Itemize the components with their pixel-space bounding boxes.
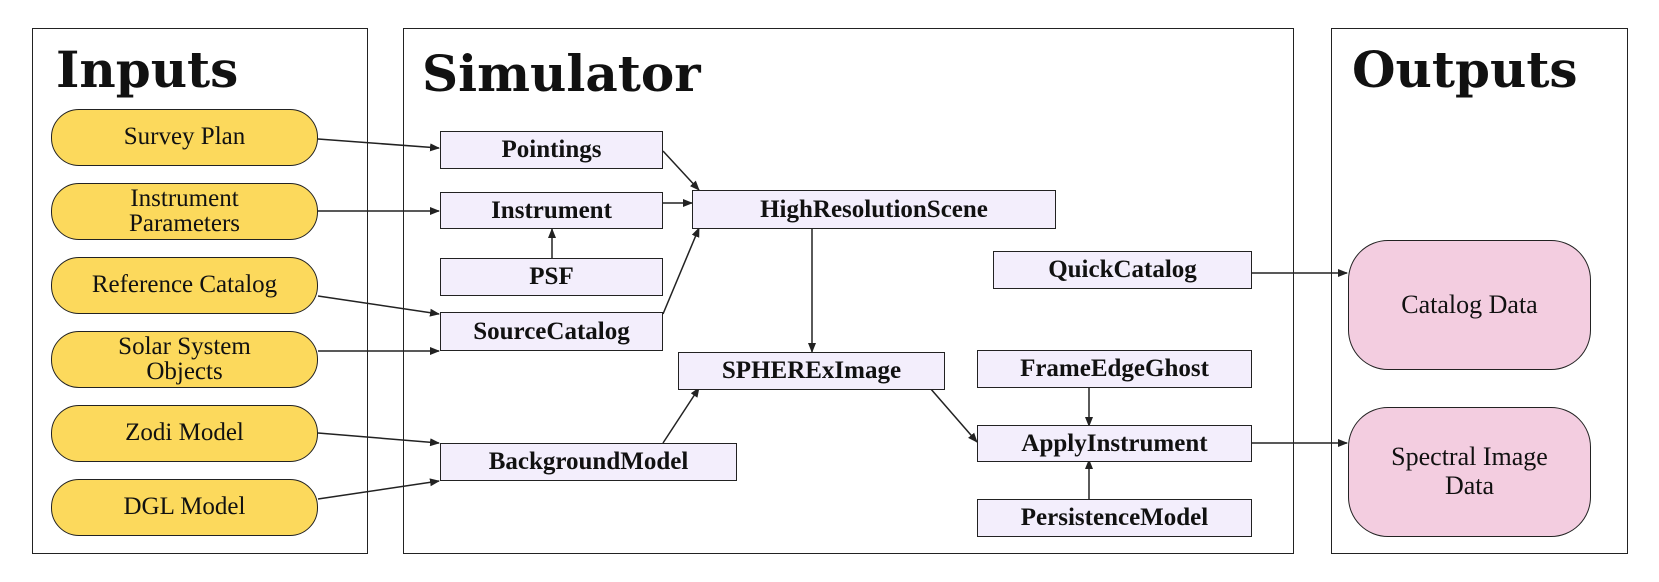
module-frame-edge-ghost: FrameEdgeGhost bbox=[977, 350, 1252, 388]
module-pointings: Pointings bbox=[440, 131, 663, 169]
outputs-title: Outputs bbox=[1352, 40, 1578, 99]
input-survey-plan: Survey Plan bbox=[51, 109, 318, 166]
input-instrument-parameters: Instrument Parameters bbox=[51, 183, 318, 240]
input-reference-catalog: Reference Catalog bbox=[51, 257, 318, 314]
arrow-spherex-image-to-apply-instrument bbox=[929, 387, 978, 443]
module-instrument: Instrument bbox=[440, 192, 663, 229]
inputs-title: Inputs bbox=[56, 40, 239, 99]
arrow-pointings-to-high-resolution-scene bbox=[662, 150, 700, 191]
arrow-source-catalog-to-high-resolution-scene bbox=[662, 227, 700, 315]
module-background-model: BackgroundModel bbox=[440, 443, 737, 481]
module-psf: PSF bbox=[440, 258, 663, 296]
arrow-zodi-model-to-background-model bbox=[317, 432, 440, 447]
module-high-resolution-scene: HighResolutionScene bbox=[692, 190, 1056, 229]
module-quick-catalog: QuickCatalog bbox=[993, 251, 1252, 289]
simulator-title: Simulator bbox=[422, 44, 701, 103]
output-catalog-data: Catalog Data bbox=[1348, 240, 1591, 370]
input-solar-system-objects: Solar System Objects bbox=[51, 331, 318, 388]
output-spectral-image-data: Spectral Image Data bbox=[1348, 407, 1591, 537]
module-spherex-image: SPHERExImage bbox=[678, 352, 945, 390]
module-apply-instrument: ApplyInstrument bbox=[977, 425, 1252, 462]
input-zodi-model: Zodi Model bbox=[51, 405, 318, 462]
arrow-background-model-to-spherex-image bbox=[662, 387, 700, 444]
arrow-dgl-model-to-background-model bbox=[317, 478, 440, 500]
arrow-reference-catalog-to-source-catalog bbox=[317, 295, 440, 317]
input-dgl-model: DGL Model bbox=[51, 479, 318, 536]
arrow-survey-plan-to-pointings bbox=[317, 138, 440, 152]
module-persistence-model: PersistenceModel bbox=[977, 499, 1252, 537]
module-source-catalog: SourceCatalog bbox=[440, 312, 663, 351]
